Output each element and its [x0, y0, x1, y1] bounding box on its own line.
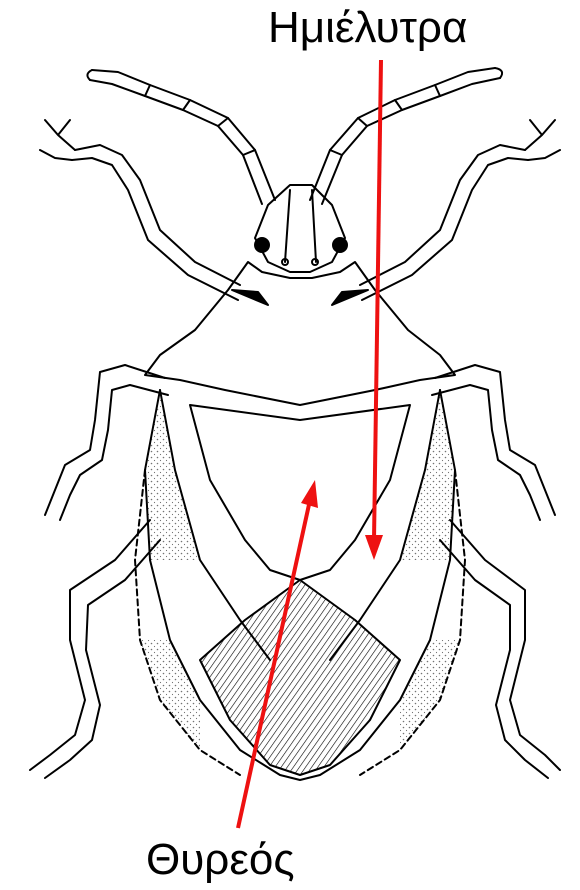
hemelytra-label: Ημιέλυτρα [268, 6, 467, 50]
arrow-hemelytra [365, 60, 383, 560]
antenna-left [87, 70, 275, 204]
leg-hind-left [30, 520, 160, 778]
leg-front-right [360, 120, 560, 300]
antenna-right [310, 68, 502, 204]
pronotum [145, 262, 455, 405]
scutellum-label: Θυρεός [146, 838, 295, 882]
leg-front-left [40, 120, 240, 300]
head [255, 185, 347, 272]
wing-membrane [200, 580, 400, 775]
